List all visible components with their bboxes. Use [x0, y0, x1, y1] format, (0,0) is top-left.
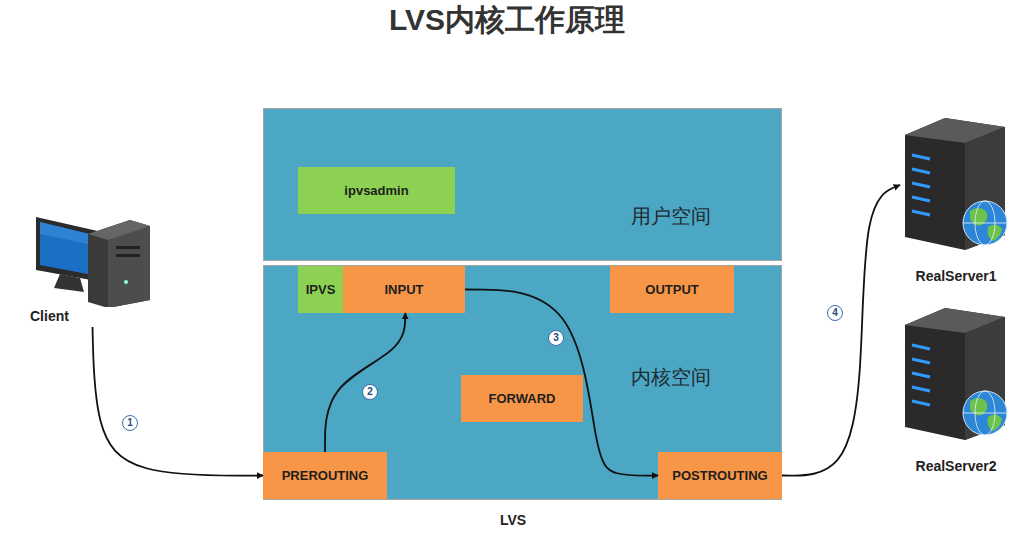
hook-box: INPUT — [343, 266, 465, 313]
node-label: PREROUTING — [282, 468, 369, 483]
node-label: POSTROUTING — [672, 468, 767, 483]
module-box: IPVS — [298, 266, 343, 313]
node-label: RealServer2 — [900, 458, 1012, 474]
node-label: ipvsadmin — [344, 183, 408, 198]
callout-number: 3 — [548, 330, 564, 346]
callout-number: 1 — [122, 415, 138, 431]
flow-arrow — [93, 327, 264, 476]
callout-number: 4 — [827, 305, 843, 321]
computer-icon — [30, 212, 155, 307]
server-icon — [900, 115, 1012, 250]
node-label: Client — [30, 308, 69, 324]
flow-arrow — [782, 185, 900, 476]
caption-label: LVS — [473, 512, 553, 528]
title: LVS内核工作原理 — [0, 0, 1014, 41]
node-label: IPVS — [306, 282, 336, 297]
kernel-space-panel: 内核空间 IPVS INPUT OUTPUT FORWARD PREROUTING POST… — [263, 265, 782, 500]
flow-arrow — [465, 290, 658, 476]
client-computer: Client — [30, 212, 155, 327]
process-box: ipvsadmin — [298, 167, 455, 214]
node-label: FORWARD — [489, 391, 556, 406]
callout-number: 2 — [362, 384, 378, 400]
server-node: RealServer1 — [900, 115, 1012, 290]
node-label: INPUT — [385, 282, 424, 297]
server-node: RealServer2 — [900, 305, 1012, 480]
hook-box: PREROUTING — [263, 452, 387, 499]
hook-box: OUTPUT — [610, 266, 734, 313]
panel-title: 用户空间 — [631, 203, 711, 230]
hook-box: FORWARD — [461, 375, 583, 422]
panel-title: 内核空间 — [631, 364, 711, 391]
node-label: OUTPUT — [645, 282, 698, 297]
flow-arrow — [325, 313, 405, 452]
hook-box: POSTROUTING — [658, 452, 782, 499]
user-space-panel: 用户空间 ipvsadmin — [263, 108, 782, 261]
server-icon — [900, 305, 1012, 440]
node-label: RealServer1 — [900, 268, 1012, 284]
